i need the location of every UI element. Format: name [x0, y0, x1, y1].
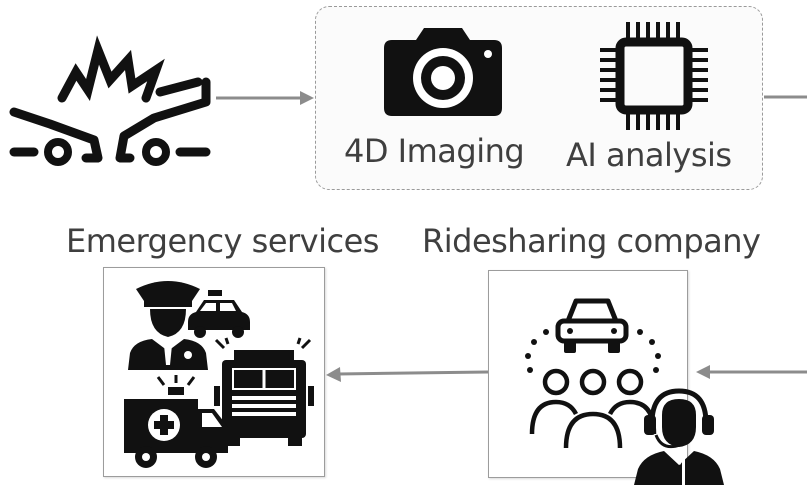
ridesharing-company-label: Ridesharing company [422, 222, 761, 260]
fire-truck-icon [214, 337, 314, 446]
arrow-crash-to-processing [216, 91, 314, 105]
car-crash-icon [9, 35, 211, 166]
ambulance-icon [124, 375, 228, 468]
police-officer-icon [128, 281, 208, 370]
headset-operator-icon [634, 388, 724, 485]
connector-box-right [764, 95, 807, 99]
emergency-services-label: Emergency services [66, 222, 379, 260]
people-group-icon [525, 329, 661, 449]
camera-icon [384, 28, 502, 116]
car-icon [555, 298, 629, 353]
ai-analysis-label: AI analysis [566, 136, 732, 174]
arrow-rideshare-to-emergency [326, 367, 489, 382]
chip-icon [600, 22, 708, 130]
imaging-label: 4D Imaging [344, 132, 525, 170]
arrow-into-rideshare [696, 365, 807, 379]
police-car-icon [188, 290, 250, 338]
